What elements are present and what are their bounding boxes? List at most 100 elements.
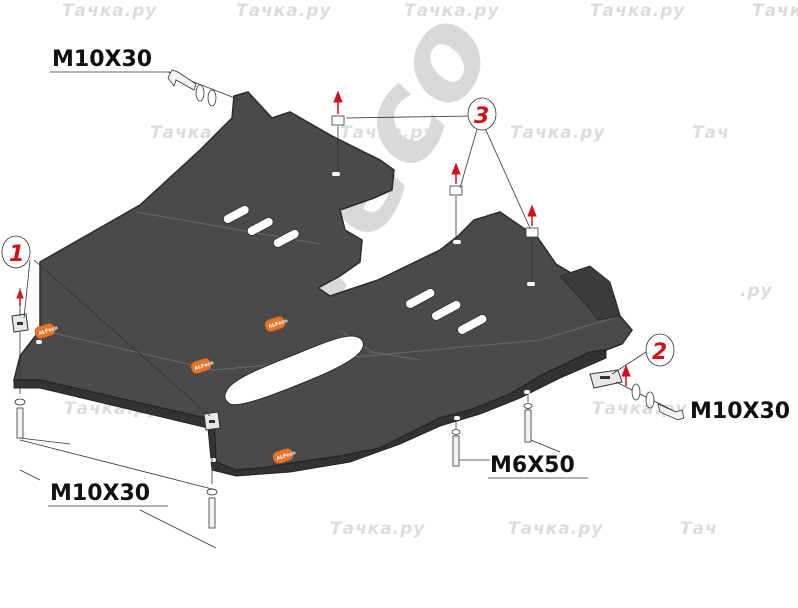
leader-line (483, 125, 531, 229)
guide-line (139, 509, 217, 549)
callout-circle (645, 333, 675, 367)
nut (449, 185, 463, 196)
callout-1: 1 (1, 235, 31, 269)
leader-line (33, 259, 211, 417)
plate-duct (559, 265, 621, 321)
guide-line (19, 469, 41, 481)
nut (331, 115, 345, 126)
fastener-label-right: M10X30 (690, 399, 790, 424)
watermark-text: Тач (692, 123, 730, 143)
brand-badge: ALFeco (190, 358, 215, 374)
hardware (14, 69, 685, 549)
watermark-text: Тачка.ру (236, 1, 331, 21)
watermark-text: Тачка.ру (508, 519, 603, 539)
watermark-text: Тачка.ру (62, 1, 157, 21)
fastener-spec: M10X30 (50, 481, 150, 506)
bolt (167, 69, 197, 91)
red-arrows (16, 90, 631, 386)
washer (195, 84, 205, 102)
arrow-up-icon (16, 288, 24, 306)
bolt-assembly-bottom-left (14, 288, 218, 549)
fastener-spec: M10X30 (690, 399, 790, 424)
vent-slot (272, 229, 300, 248)
brand-badge-shape (34, 323, 56, 339)
mount-slot (332, 172, 340, 176)
washer (207, 89, 217, 107)
mount-slot (454, 416, 460, 420)
fastener-label-center: M6X50 (488, 453, 588, 479)
bolt-assembly-center (451, 394, 561, 467)
watermark-text: .ру (740, 281, 773, 301)
washer (451, 429, 461, 435)
bolt (524, 409, 532, 443)
washer (14, 398, 26, 406)
vent-slots-right (405, 288, 488, 335)
mount-slot (36, 340, 42, 344)
brand-badge: ALFeco (264, 316, 289, 332)
skid-plate: ALFeco ALFeco ALFeco ALFeco (13, 91, 633, 477)
mount-slots (36, 172, 535, 462)
arrow-up-icon (527, 204, 537, 226)
mount-slot (210, 458, 216, 462)
arrow-up-icon (621, 364, 631, 386)
mount-slot (527, 282, 535, 286)
callout-circle (1, 235, 31, 269)
callout-circle (467, 97, 497, 131)
vent-slot (246, 217, 274, 236)
brand-badges: ALFeco ALFeco ALFeco ALFeco (34, 316, 297, 464)
callout-number: 3 (474, 104, 489, 129)
vent-slot (431, 300, 462, 321)
brand-badge-shape (190, 358, 212, 374)
fastener-label-top-left: M10X30 (50, 47, 170, 73)
bolt-assembly-right (615, 381, 685, 421)
nut-assembly (331, 115, 539, 282)
watermark-text: Тачк (752, 1, 798, 21)
watermark-text: Тачка.ру (404, 1, 499, 21)
guide-line (19, 439, 217, 491)
callout-3: 3 (467, 97, 497, 131)
fastener-spec: M6X50 (490, 453, 575, 478)
bolt (208, 497, 216, 529)
vent-slot (405, 288, 436, 309)
watermark-text: Тачка.ру (330, 519, 425, 539)
bolt (16, 407, 24, 439)
leader-line (23, 259, 31, 319)
plate-crease (39, 315, 621, 371)
washer (631, 383, 641, 401)
bolt-assembly-top-left (167, 69, 241, 107)
washer (645, 391, 655, 409)
watermark-text: Тач (680, 519, 718, 539)
watermark-text: Тачка.ру (590, 1, 685, 21)
brand-badge: ALFeco (272, 448, 297, 464)
bracket-hole (17, 322, 23, 325)
bolt (657, 403, 685, 421)
bracket-item-2 (589, 369, 623, 389)
guide-line (19, 437, 71, 445)
callout-2: 2 (645, 333, 675, 367)
nut (525, 227, 539, 238)
bracket-hole (209, 420, 215, 423)
watermark-text: Тачка.ру (592, 399, 687, 419)
plate-fold-edge (13, 349, 607, 477)
mount-slot (453, 240, 461, 244)
leader-line (459, 125, 479, 189)
vent-slot (457, 314, 488, 335)
fastener-spec: M10X30 (52, 47, 152, 72)
washer (523, 403, 533, 409)
callout-number: 1 (9, 242, 24, 267)
bracket-hole (600, 376, 610, 379)
fastener-label-bottom-left: M10X30 (48, 481, 168, 507)
plate-opening (224, 335, 364, 406)
leader-line (345, 115, 473, 119)
brand-badge: ALFeco (34, 323, 59, 339)
arrow-up-icon (333, 90, 343, 114)
arrow-up-icon (451, 162, 461, 184)
watermark-text: Тачка.ру (340, 123, 435, 143)
callout-number: 2 (652, 340, 667, 365)
vent-slots-left (222, 205, 300, 248)
callout-leaders (23, 115, 647, 417)
watermark-text: Тачка.ру (510, 123, 605, 143)
guide-line (530, 439, 561, 453)
leader-line (611, 351, 647, 375)
